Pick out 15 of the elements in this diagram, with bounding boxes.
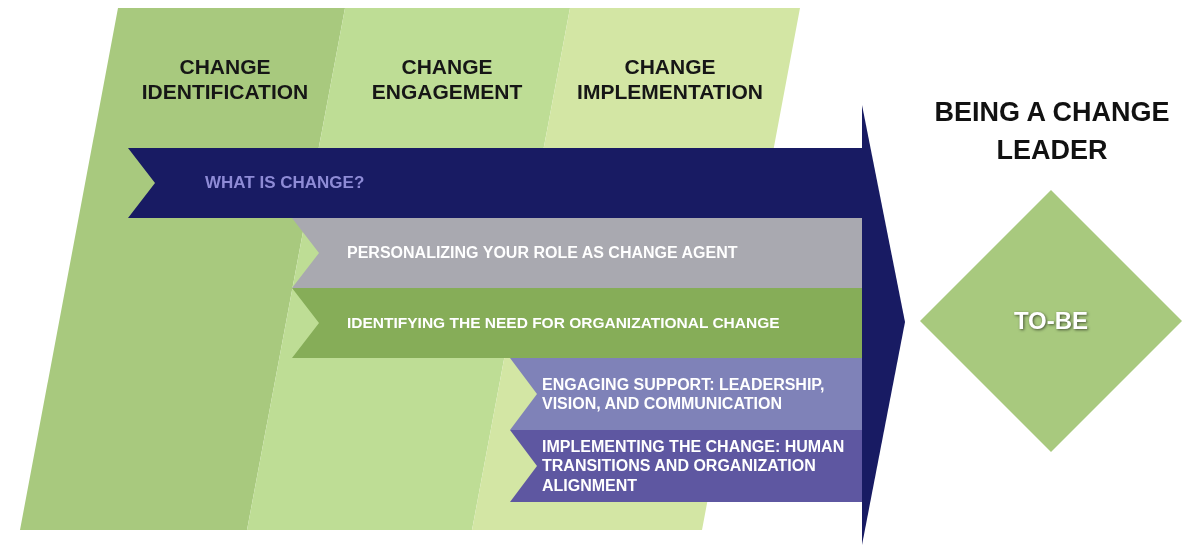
band-label: PERSONALIZING YOUR ROLE AS CHANGE AGENT	[347, 243, 738, 263]
band-label: WHAT IS CHANGE?	[205, 172, 365, 194]
chevron-band	[510, 358, 862, 430]
column-heading: CHANGE IMPLEMENTATION	[576, 54, 764, 105]
chevron-band	[292, 288, 862, 358]
chevron-band	[510, 430, 862, 502]
column-heading: CHANGE IDENTIFICATION	[140, 54, 310, 105]
band-label: TO-BE	[1013, 306, 1089, 336]
band-label: ENGAGING SUPPORT: LEADERSHIP, VISION, AND COMMUNICATION	[542, 374, 826, 414]
band-label: IMPLEMENTING THE CHANGE: HUMAN TRANSITIONS AND ORGANIZATION ALIGNMENT	[542, 437, 846, 495]
band-label: IDENTIFYING THE NEED FOR ORGANIZATIONAL CHANGE	[347, 313, 780, 333]
column-heading: CHANGE ENGAGEMENT	[370, 54, 524, 105]
heading-text: BEING A CHANGE LEADER	[933, 96, 1171, 167]
chevron-band	[292, 218, 862, 288]
diamond	[920, 190, 1182, 452]
